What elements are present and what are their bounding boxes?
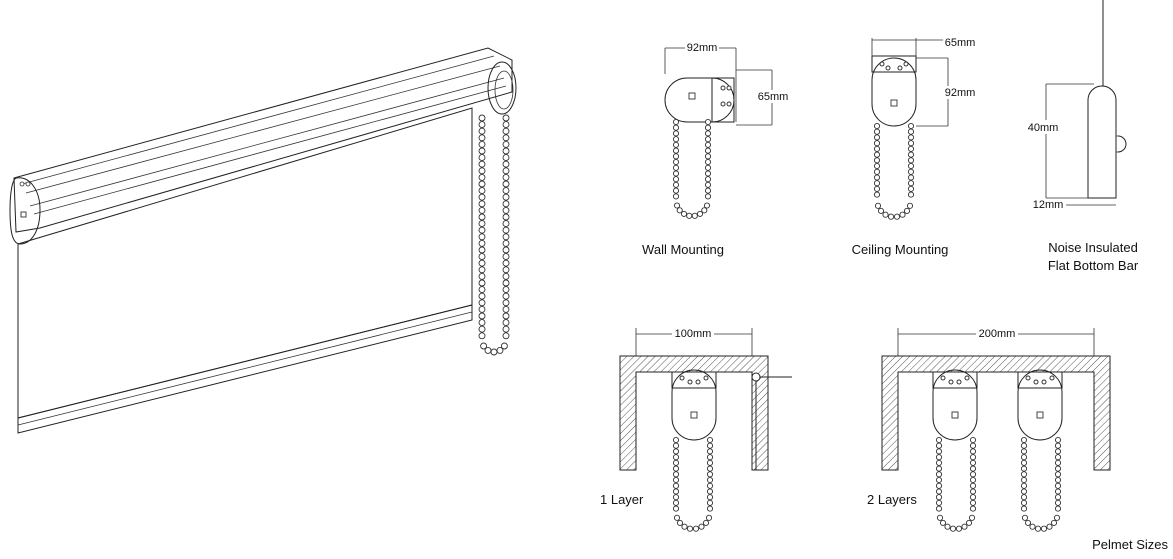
ceiling-width-label: 65mm [945,37,976,49]
pelmet-sizes-caption: Pelmet Sizes [1092,537,1168,552]
wall-mounting-diagram: 92mm 65mm Wall Mounting [642,41,789,257]
pelmet-one-width-label: 100mm [675,328,712,340]
roller-blind-illustration [9,47,517,434]
ceiling-mounting-caption: Ceiling Mounting [852,242,949,257]
bead-chain-iso [478,114,510,356]
bottom-bar-diagram: 40mm 12mm Noise Insulated Flat Bottom Ba… [1022,0,1139,273]
bead-chain-wall [672,118,712,219]
wall-height-label: 65mm [758,91,789,103]
pelmet-two-width-label: 200mm [979,328,1016,340]
wall-mounting-caption: Wall Mounting [642,242,724,257]
bead-chain-pelmet-two-a [935,436,977,532]
wall-width-label: 92mm [687,42,718,54]
bead-chain-pelmet-one [672,436,714,532]
bottom-bar-height-label: 40mm [1028,122,1059,134]
ceiling-mounting-diagram: 65mm 92mm Ceiling Mounting [852,36,976,257]
bottom-bar-caption-line2: Flat Bottom Bar [1048,258,1139,273]
pelmet-two-layers-diagram: 200mm 2 Layers [867,327,1111,532]
pelmet-two-label: 2 Layers [867,492,917,507]
pelmet-one-label: 1 Layer [600,492,644,507]
bead-chain-pelmet-two-b [1020,436,1062,532]
bottom-bar-width-label: 12mm [1033,199,1064,211]
bottom-bar-caption-line1: Noise Insulated [1048,240,1138,255]
pelmet-one-layer-diagram: 100mm 1 Layer [600,327,792,532]
ceiling-height-label: 92mm [945,87,976,99]
bead-chain-ceiling [873,122,915,220]
